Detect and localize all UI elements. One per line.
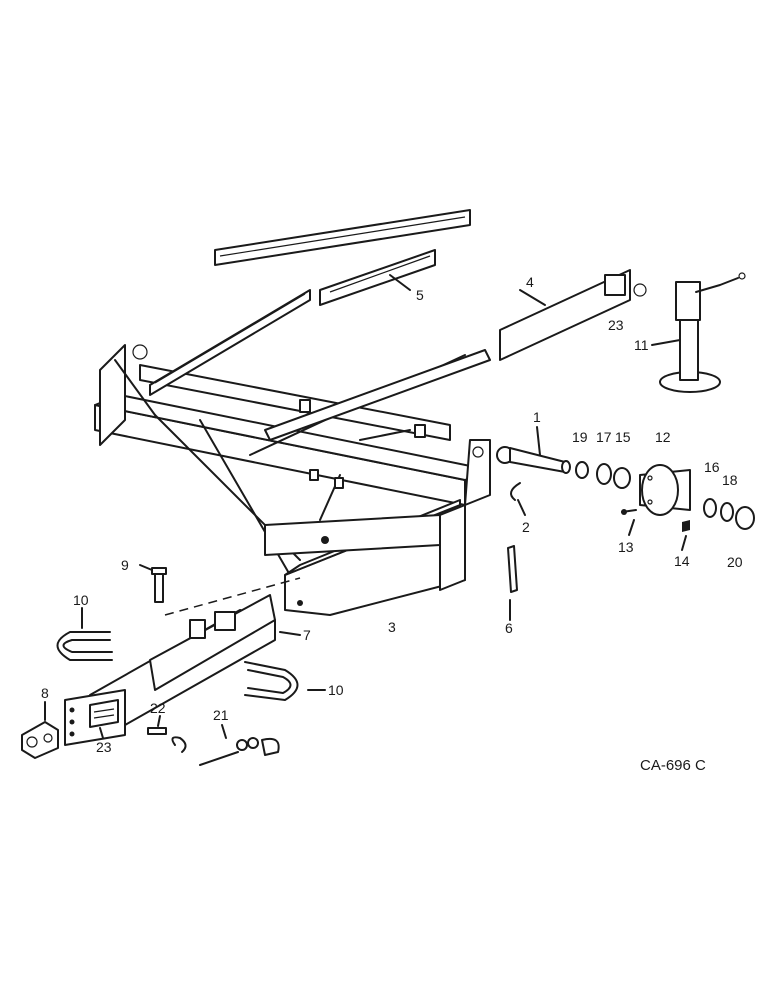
callout-16: 16 <box>704 459 720 475</box>
jack-stand-11 <box>659 272 746 393</box>
callout-12: 12 <box>655 429 671 445</box>
callout-2: 2 <box>522 519 530 535</box>
bearing-15 <box>613 467 631 489</box>
spindle-1 <box>496 446 571 474</box>
rail-left <box>149 289 311 396</box>
frame-extension-5 <box>319 249 436 306</box>
frame-rail-4 <box>264 269 647 441</box>
cap-20 <box>735 506 755 530</box>
callout-19: 19 <box>572 429 588 445</box>
callout-5: 5 <box>416 287 424 303</box>
bolt-13 <box>621 509 637 515</box>
callout-7: 7 <box>303 627 311 643</box>
callout-4: 4 <box>526 274 534 290</box>
callout-23-hitch: 23 <box>96 739 112 755</box>
callout-21: 21 <box>213 707 229 723</box>
u-bolt-10-left <box>56 631 113 661</box>
u-bolt-10-right <box>244 661 299 701</box>
callout-11: 11 <box>634 337 649 353</box>
callout-22: 22 <box>150 700 166 716</box>
callout-8: 8 <box>41 685 49 701</box>
clevis-8 <box>21 721 59 759</box>
callout-15: 15 <box>615 429 631 445</box>
bearing-16 <box>703 498 717 518</box>
callout-6: 6 <box>505 620 513 636</box>
callout-3: 3 <box>388 619 396 635</box>
pin-6 <box>507 545 518 593</box>
callout-1: 1 <box>533 409 541 425</box>
hitch-tube-7 <box>89 594 276 726</box>
pin-22 <box>147 727 167 735</box>
callout-9: 9 <box>121 557 129 573</box>
callout-18: 18 <box>722 472 738 488</box>
callout-10-right: 10 <box>328 682 344 698</box>
bolt-9 <box>151 567 167 603</box>
seal-17 <box>596 463 612 485</box>
hub-12 <box>639 464 691 516</box>
callout-17: 17 <box>596 429 612 445</box>
safety-chain-21 <box>171 736 280 766</box>
rail-upper-left <box>214 209 471 266</box>
callout-labels: 1 2 3 4 5 6 7 8 9 10 10 11 12 13 14 15 1… <box>41 274 743 755</box>
callout-20: 20 <box>727 554 743 570</box>
washer-19 <box>575 461 589 479</box>
cup-18 <box>720 502 734 522</box>
callout-23-rail: 23 <box>608 317 624 333</box>
drawing-code: CA-696 C <box>640 757 706 774</box>
callout-14: 14 <box>674 553 690 569</box>
nut-14 <box>682 520 690 532</box>
hitch-plate <box>64 689 126 746</box>
callout-10-top: 10 <box>73 592 89 608</box>
callout-13: 13 <box>618 539 634 555</box>
clip-2 <box>510 482 521 501</box>
